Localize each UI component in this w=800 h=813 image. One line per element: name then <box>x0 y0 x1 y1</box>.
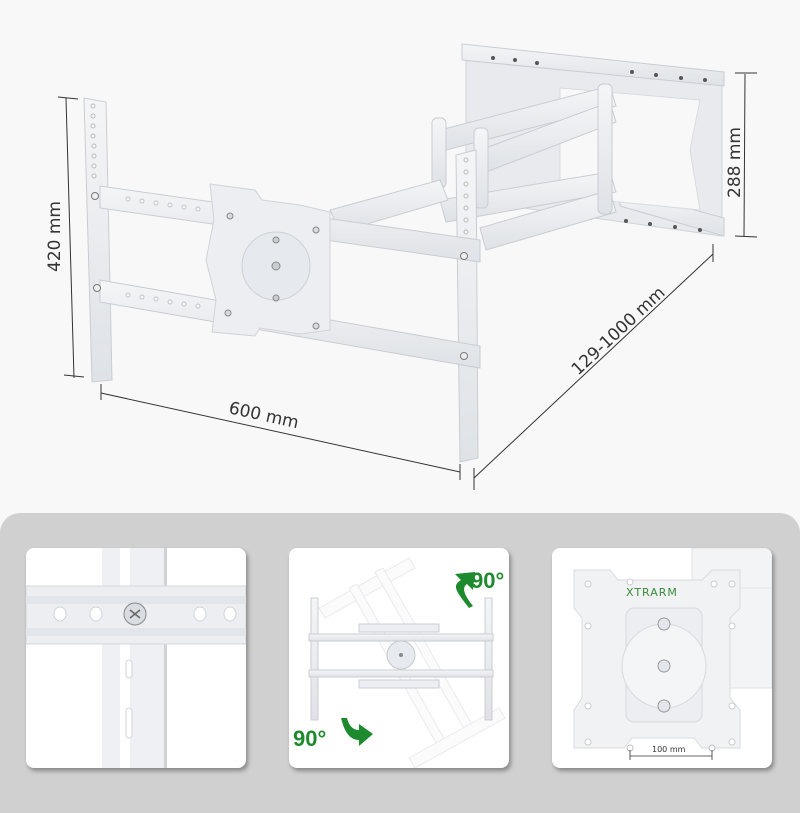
bolt-closeup-illustration <box>26 548 246 768</box>
right-vertical-bracket <box>455 149 479 463</box>
swing-arms <box>329 83 617 251</box>
rotation-detail-card: 90° 90° <box>289 548 509 768</box>
vesa-spacing-label: 100 mm <box>652 745 686 754</box>
rotate-ccw-label: 90° <box>471 568 504 593</box>
left-vertical-bracket <box>83 97 113 383</box>
brand-logo: XTRARM <box>626 586 678 599</box>
dimension-lines <box>57 72 758 490</box>
extension-dimension-label: 129-1000 mm <box>568 283 670 380</box>
tv-mount-illustration: 420 mm 600 mm 129-1000 mm 288 mm <box>45 43 758 490</box>
bolt-detail-card <box>26 548 246 768</box>
vesa-plate <box>205 183 331 337</box>
vesa-plate-illustration: XTRARM 100 mm <box>573 548 772 760</box>
rotate-ccw-arrow-icon <box>455 572 475 608</box>
vesa-plate-card: XTRARM 100 mm <box>552 548 772 768</box>
width-dimension-label: 600 mm <box>227 398 301 433</box>
rotate-cw-arrow-icon <box>341 718 373 746</box>
wall-plate-height-label: 288 mm <box>725 127 745 198</box>
rotate-cw-label: 90° <box>293 726 326 751</box>
height-dimension-label: 420 mm <box>45 201 65 272</box>
product-main-view: 420 mm 600 mm 129-1000 mm 288 mm <box>45 43 758 490</box>
rotation-illustration: 90° 90° <box>293 557 506 768</box>
